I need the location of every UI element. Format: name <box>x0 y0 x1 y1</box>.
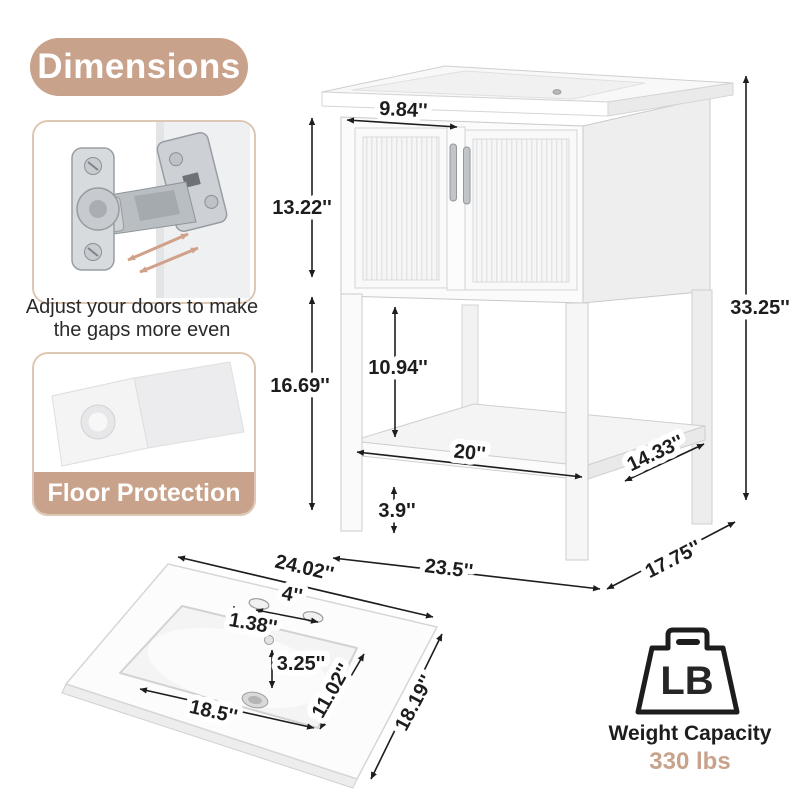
weight-capacity-value: 330 lbs <box>649 748 731 775</box>
door-handle-left <box>449 143 457 202</box>
sink-illustration <box>61 563 438 789</box>
dim-line-top-width <box>177 555 434 619</box>
floor-pad-center <box>88 412 108 432</box>
dim-label-foot-height: 3.9'' <box>378 500 415 522</box>
dim-label-door-width: 9.84'' <box>379 98 429 123</box>
vanity-door-right-fluted-panel <box>472 138 570 283</box>
weight-icon: LB <box>635 627 740 715</box>
vanity-basin-recess <box>351 70 646 100</box>
hinge-illustration <box>71 122 250 298</box>
adjust-arrows-icon <box>127 232 199 274</box>
faucet-hole <box>552 89 562 95</box>
dim-line-top-depth <box>370 633 443 780</box>
floor-protection-label: Floor Protection <box>47 478 241 507</box>
vanity-leg-front-left <box>340 293 363 532</box>
hinge-mounting-plate <box>71 147 120 271</box>
dim-line-basin-width <box>139 687 315 730</box>
vanity-sink-top-side-edge <box>607 82 734 117</box>
page-title: Dimensions <box>37 47 241 86</box>
dimensions-title-badge: Dimensions <box>30 38 248 96</box>
dim-label-door-height: 13.22'' <box>272 197 332 219</box>
dim-label-shelf-clearance: 10.94'' <box>368 357 428 379</box>
sink-dimension-lines <box>139 555 443 780</box>
dim-line-basin-front-depth <box>319 653 365 730</box>
dim-line-hole-spacing <box>255 608 319 624</box>
dim-line-shelf-depth <box>624 443 705 482</box>
vanity-side-panel <box>582 96 711 304</box>
hinge-caption: Adjust your doors to make the gaps more … <box>14 296 270 342</box>
door-handle-right <box>463 146 471 205</box>
vanity-illustration <box>321 65 734 561</box>
weight-icon-label: LB <box>660 659 713 703</box>
dim-label-hole-spacing: 4'' <box>280 582 304 607</box>
dim-label-shelf-width: 20'' <box>453 440 487 465</box>
dim-label-top-width: 24.02'' <box>273 551 336 586</box>
dim-label-overall-width: 23.5'' <box>423 555 474 583</box>
vanity-door-left-fluted-panel <box>362 136 440 281</box>
vanity-leg-back-right <box>691 289 713 525</box>
floor-protection-banner: Floor Protection <box>34 472 254 514</box>
dim-label-lower-height: 16.69'' <box>270 375 330 397</box>
dim-line-hole-diameter <box>233 612 260 619</box>
hinge-caption-line1: Adjust your doors to make <box>25 296 259 318</box>
dim-line-shelf-width <box>356 449 583 480</box>
overflow-hole <box>264 635 274 645</box>
floor-protection-illustration <box>51 361 245 467</box>
hinge-feature-panel <box>32 120 256 304</box>
weight-capacity-label: Weight Capacity <box>608 722 772 745</box>
floor-protection-panel: Floor Protection <box>32 352 256 516</box>
dim-label-basin-depth: 3.25'' <box>277 653 325 675</box>
hinge-caption-line2: the gaps more even <box>53 319 231 341</box>
dim-line-overall-depth <box>606 521 736 590</box>
dim-label-overall-height: 33.25'' <box>730 297 790 319</box>
dim-line-door-width <box>346 117 458 130</box>
weight-icon-slot <box>676 639 700 645</box>
dim-label-overall-depth: 17.75'' <box>642 536 705 583</box>
vanity-leg-front-right <box>565 302 589 561</box>
